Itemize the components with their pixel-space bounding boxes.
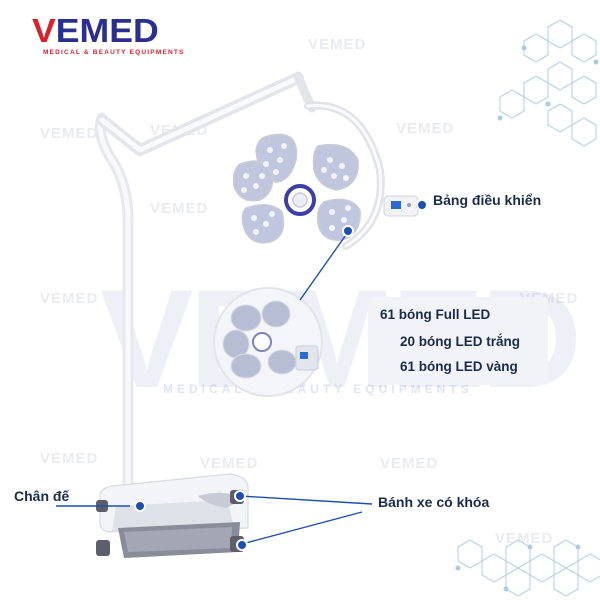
- callout-dot: [416, 199, 428, 211]
- callout-control-panel: Bảng điều khiển: [433, 192, 542, 208]
- watermark-tile: VEMED: [40, 125, 99, 142]
- watermark-tile: VEMED: [380, 455, 439, 472]
- watermark-tile: VEMED: [308, 36, 367, 53]
- callout-dot: [134, 500, 146, 512]
- brand-logo: VEMED: [32, 12, 159, 49]
- spec-panel: [368, 297, 548, 385]
- callout-dot: [236, 539, 248, 551]
- watermark-tile: VEMED: [200, 455, 259, 472]
- callout-base: Chân đế: [14, 488, 70, 504]
- lamp-head: [232, 133, 361, 244]
- watermark-tile: VEMED: [40, 450, 99, 467]
- watermark-tile: VEMED: [150, 200, 209, 217]
- brand-tagline: MEDICAL & BEAUTY EQUIPMENTS: [43, 49, 185, 56]
- spec-yellow-leds: 61 bóng LED vàng: [400, 359, 518, 374]
- callout-dot: [342, 225, 354, 237]
- spec-headline: 61 bóng Full LED: [380, 307, 491, 322]
- callout-lockable-wheels: Bánh xe có khóa: [378, 494, 490, 510]
- spec-white-leds: 20 bóng LED trắng: [400, 334, 521, 349]
- watermark-tile: VEMED: [396, 120, 455, 137]
- callout-dot: [234, 490, 246, 502]
- watermark-tile: VEMED: [495, 530, 554, 547]
- watermark-tile: VEMED: [40, 290, 99, 307]
